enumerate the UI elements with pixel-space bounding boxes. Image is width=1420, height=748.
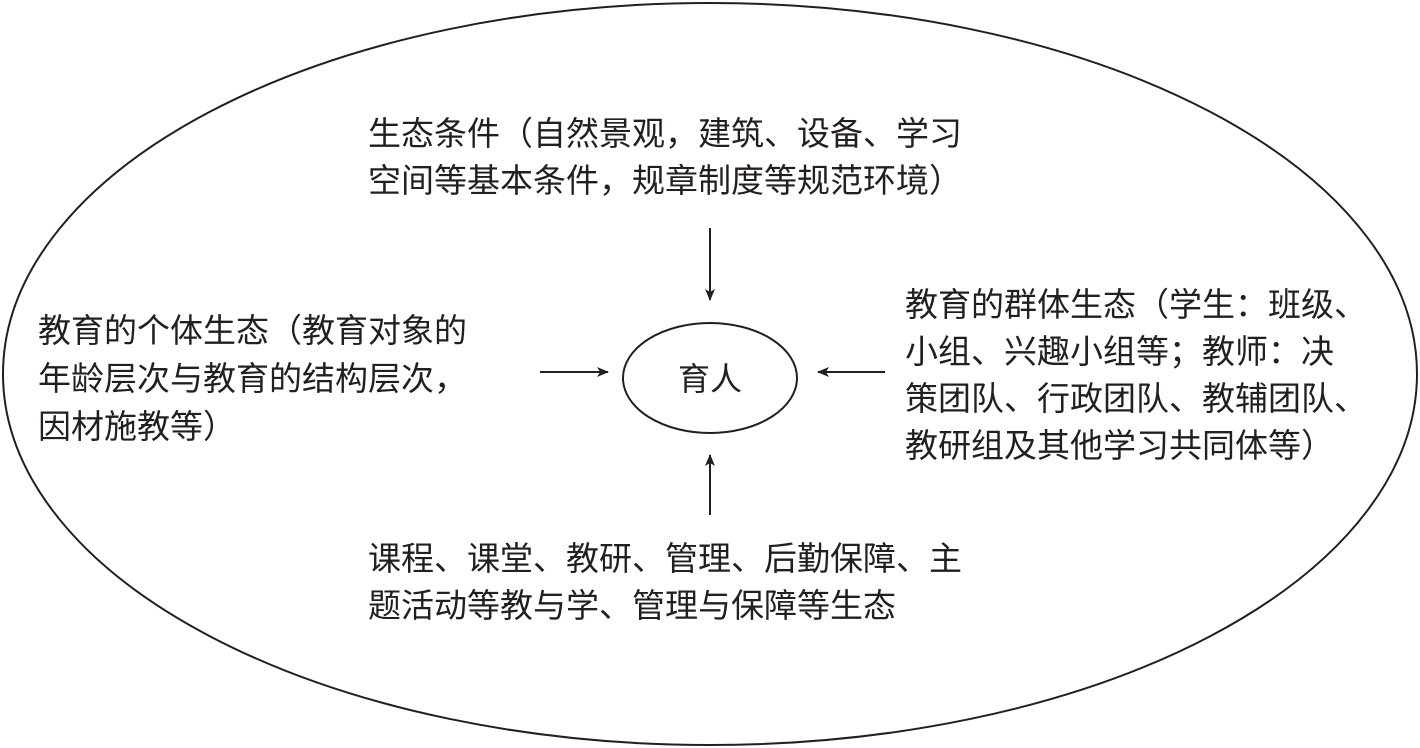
top-block: 生态条件（自然景观，建筑、设备、学习 空间等基本条件，规章制度等规范环境）	[368, 114, 962, 200]
top-line-1: 生态条件（自然景观，建筑、设备、学习	[368, 114, 962, 153]
bottom-line-2: 题活动等教与学、管理与保障等生态	[368, 586, 896, 625]
top-line-2: 空间等基本条件，规章制度等规范环境）	[368, 161, 962, 200]
right-line-3: 策团队、行政团队、教辅团队、	[905, 379, 1367, 418]
left-line-3: 因材施教等）	[38, 407, 236, 446]
right-line-4: 教研组及其他学习共同体等）	[905, 426, 1334, 465]
right-line-2: 小组、兴趣小组等；教师：决	[905, 332, 1334, 371]
bottom-line-1: 课程、课堂、教研、管理、后勤保障、主	[368, 539, 962, 578]
bottom-block: 课程、课堂、教研、管理、后勤保障、主 题活动等教与学、管理与保障等生态	[368, 539, 962, 625]
center-ellipse	[622, 322, 798, 434]
center-label: 育人	[678, 360, 742, 398]
left-line-2: 年龄层次与教育的结构层次，	[38, 359, 467, 398]
right-block: 教育的群体生态（学生：班级、 小组、兴趣小组等；教师：决 策团队、行政团队、教辅…	[905, 285, 1367, 465]
left-line-1: 教育的个体生态（教育对象的	[38, 311, 467, 350]
left-block: 教育的个体生态（教育对象的 年龄层次与教育的结构层次， 因材施教等）	[38, 311, 467, 446]
right-line-1: 教育的群体生态（学生：班级、	[905, 285, 1367, 324]
